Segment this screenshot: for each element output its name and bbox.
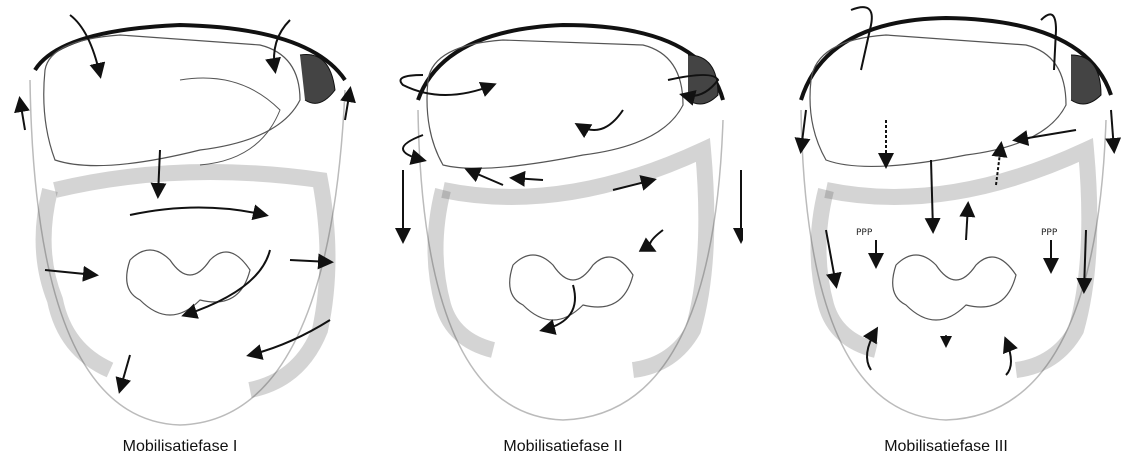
transverse-descending-colon <box>826 150 1089 370</box>
stomach <box>180 78 280 165</box>
arrow <box>1006 340 1011 375</box>
arrow <box>931 160 933 230</box>
diaphragm-line <box>35 25 345 80</box>
small-bowel <box>127 250 250 315</box>
small-bowel <box>510 255 633 320</box>
abdomen-illustration-2 <box>383 0 743 440</box>
arrow <box>120 355 130 390</box>
arrow <box>70 15 100 75</box>
abdomen-illustration-3 <box>766 0 1126 440</box>
arrow <box>513 178 543 180</box>
arrow <box>130 208 265 216</box>
arrow <box>578 110 623 130</box>
arrow <box>345 90 350 120</box>
arrow <box>543 285 575 330</box>
arrow <box>20 100 25 130</box>
small-bowel <box>893 255 1016 320</box>
liver <box>44 35 300 166</box>
arrow <box>185 250 270 315</box>
arrow <box>1111 110 1114 150</box>
liver <box>810 35 1066 166</box>
liver <box>427 40 683 168</box>
caption-phase-2: Mobilisatiefase II <box>383 438 743 456</box>
spleen <box>1071 55 1101 104</box>
arrow <box>1016 130 1076 140</box>
diaphragm-line <box>418 25 723 100</box>
caption-phase-3: Mobilisatiefase III <box>766 438 1126 456</box>
ascending-colon <box>436 190 494 350</box>
ascending-colon <box>819 190 877 350</box>
ppp-label-right: PPP <box>1041 228 1057 238</box>
panel-phase-3: PPP PPP Mobilisatiefase III <box>766 0 1126 466</box>
arrow <box>401 75 494 95</box>
panel-phase-2: Mobilisatiefase II <box>383 0 743 466</box>
ppp-label-left: PPP <box>856 228 872 238</box>
caption-phase-1: Mobilisatiefase I <box>0 438 360 456</box>
panel-phase-1: Mobilisatiefase I <box>0 0 360 466</box>
abdomen-illustration-1 <box>0 0 360 440</box>
arrow <box>468 170 503 185</box>
arrow <box>650 230 663 250</box>
transverse-descending-colon <box>443 150 706 370</box>
arrow <box>274 20 290 70</box>
arrow <box>1041 14 1056 70</box>
ascending-colon <box>44 190 110 370</box>
arrow <box>158 150 160 195</box>
arrow <box>966 205 968 240</box>
